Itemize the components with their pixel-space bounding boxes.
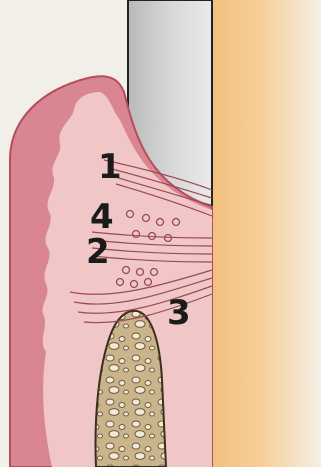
- tooth-root: [212, 0, 321, 467]
